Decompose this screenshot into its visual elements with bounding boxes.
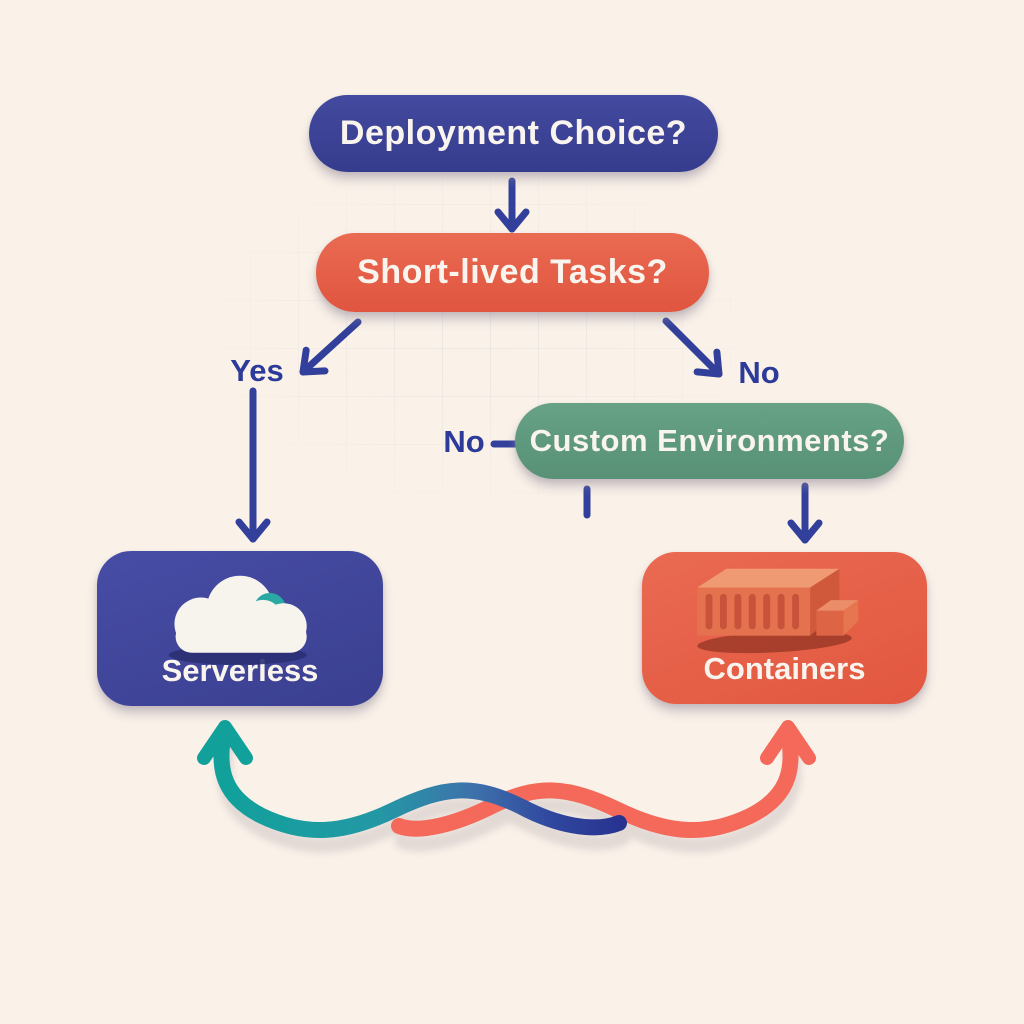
node-label: Custom Environments? <box>529 423 890 458</box>
node-custom-environments: Custom Environments? <box>515 403 904 479</box>
cloud-icon <box>97 555 383 670</box>
node-short-lived-tasks: Short-lived Tasks? <box>316 233 709 312</box>
node-serverless: Serverless <box>97 551 383 706</box>
node-label: Containers <box>703 651 866 686</box>
edge-label-no: No <box>738 355 780 390</box>
node-deployment-choice: Deployment Choice? <box>309 95 718 172</box>
node-label: Deployment Choice? <box>339 114 688 152</box>
node-containers: Containers <box>642 552 927 704</box>
edge-label-yes: Yes <box>230 353 284 388</box>
edge-label-no-q2: No <box>443 424 485 459</box>
node-label: Short-lived Tasks? <box>357 253 668 291</box>
container-icon <box>642 556 927 661</box>
